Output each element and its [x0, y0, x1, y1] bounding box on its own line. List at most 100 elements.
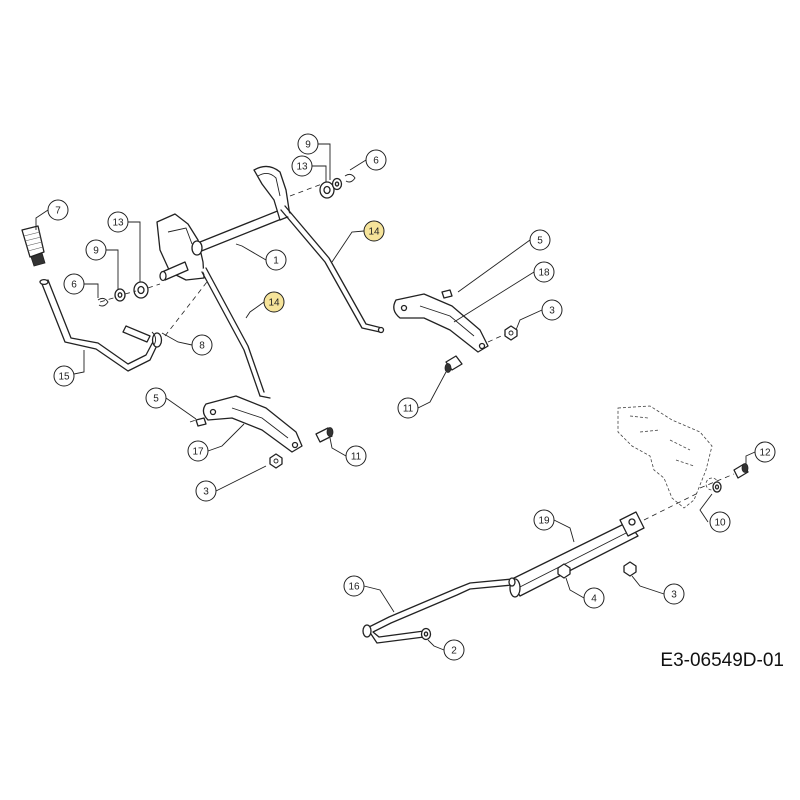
callout-bubble — [53, 365, 75, 387]
callout-bubble — [583, 587, 605, 609]
part-clip-2 — [420, 627, 432, 641]
callout-number: 1 — [273, 256, 279, 267]
part-shoulder-bolt-11-left — [315, 427, 334, 443]
part-link-rod-14-left — [201, 267, 271, 399]
callout-number: 15 — [58, 372, 70, 383]
callout-16: 16 — [343, 575, 365, 597]
callout-12: 12 — [754, 441, 776, 463]
callout-number: 6 — [71, 280, 77, 291]
callout-bubbles: 9 13 6 7 13 9 6 1 — [47, 133, 776, 661]
callout-3-right: 3 — [541, 299, 563, 321]
callout-number: 4 — [591, 594, 597, 605]
callout-bubble — [663, 583, 685, 605]
part-arm-plate-17 — [202, 395, 303, 453]
callout-1: 1 — [265, 249, 287, 271]
callout-number: 17 — [192, 447, 204, 458]
part-shoulder-bolt-11-right — [444, 355, 463, 373]
part-bushing-13-top — [319, 181, 335, 199]
callout-bubble — [107, 211, 129, 233]
callout-number: 16 — [348, 582, 360, 593]
part-knob-7 — [21, 225, 46, 267]
callout-bubble — [345, 445, 367, 467]
part-lift-shaft-1 — [156, 165, 323, 282]
callout-bubble — [533, 509, 555, 531]
part-lift-handle-15 — [39, 277, 211, 372]
part-bent-rod-16 — [362, 577, 516, 644]
callout-bubble — [263, 291, 285, 313]
callout-8: 8 — [191, 334, 213, 356]
callout-bubble — [191, 334, 213, 356]
part-arm-plate-18 — [393, 293, 511, 353]
callout-number: 19 — [538, 516, 550, 527]
callout-number: 14 — [368, 227, 380, 238]
callout-bubble — [195, 480, 217, 502]
part-bolt-12 — [699, 463, 749, 489]
callout-13-mid: 13 — [107, 211, 129, 233]
part-clip-6-top — [344, 173, 356, 183]
callout-number: 3 — [549, 306, 555, 317]
part-bolt-5-left — [189, 417, 207, 427]
callout-bubble — [443, 639, 465, 661]
callout-bubble — [533, 261, 555, 283]
callout-bubble — [63, 273, 85, 295]
callout-number: 2 — [451, 646, 457, 657]
part-frame-fragment — [617, 405, 719, 509]
callout-number: 9 — [305, 140, 311, 151]
callout-11-right: 11 — [397, 397, 419, 419]
callout-number: 18 — [538, 268, 550, 279]
callout-5-right: 5 — [529, 229, 551, 251]
part-bolt-5-right — [441, 289, 453, 299]
callout-number: 11 — [351, 452, 362, 463]
part-bushing-13-mid — [124, 281, 161, 299]
callout-number: 13 — [112, 218, 124, 229]
callout-13-top: 13 — [291, 155, 313, 177]
callout-9-top: 9 — [297, 133, 319, 155]
callout-6-mid: 6 — [63, 273, 85, 295]
callout-3-left: 3 — [195, 480, 217, 502]
part-link-rod-14-right — [280, 205, 385, 334]
part-nut-4 — [557, 563, 571, 579]
part-washer-9-mid — [114, 288, 126, 302]
callout-bubble — [265, 249, 287, 271]
callout-number: 13 — [296, 162, 308, 173]
callout-10: 10 — [709, 511, 731, 533]
callout-bubble — [47, 199, 69, 221]
callout-17: 17 — [187, 440, 209, 462]
callout-number: 9 — [93, 246, 99, 257]
callout-bubble — [297, 133, 319, 155]
part-clip-6-mid — [97, 295, 121, 307]
callout-bubble — [363, 220, 385, 242]
callout-9-mid: 9 — [85, 239, 107, 261]
callout-14-b: 14 — [363, 220, 385, 242]
part-nut-3-bottom — [623, 561, 637, 577]
callout-bubble — [187, 440, 209, 462]
callout-3-bottom: 3 — [663, 583, 685, 605]
callout-15: 15 — [53, 365, 75, 387]
part-nut-3-right — [504, 325, 518, 341]
callout-bubble — [529, 229, 551, 251]
callout-11-left: 11 — [345, 445, 367, 467]
callout-5-left: 5 — [145, 387, 167, 409]
part-nut-3-left — [269, 453, 283, 469]
callout-number: 14 — [268, 298, 280, 309]
callout-7: 7 — [47, 199, 69, 221]
callout-number: 6 — [373, 156, 379, 167]
callout-bubble — [291, 155, 313, 177]
callout-number: 5 — [537, 236, 543, 247]
callout-number: 5 — [153, 394, 159, 405]
callout-bubble — [709, 511, 731, 533]
callout-number: 8 — [199, 341, 205, 352]
callout-number: 11 — [403, 404, 414, 415]
callout-6-top: 6 — [365, 149, 387, 171]
leader-lines — [35, 143, 756, 651]
callout-number: 3 — [671, 590, 677, 601]
callout-number: 10 — [714, 518, 726, 529]
part-pin-8 — [122, 325, 157, 346]
callout-number: 7 — [55, 206, 61, 217]
callout-2: 2 — [443, 639, 465, 661]
part-washer-9-top — [331, 177, 343, 191]
callout-bubble — [541, 299, 563, 321]
callout-number: 12 — [759, 448, 771, 459]
parts-drawing — [21, 165, 749, 644]
